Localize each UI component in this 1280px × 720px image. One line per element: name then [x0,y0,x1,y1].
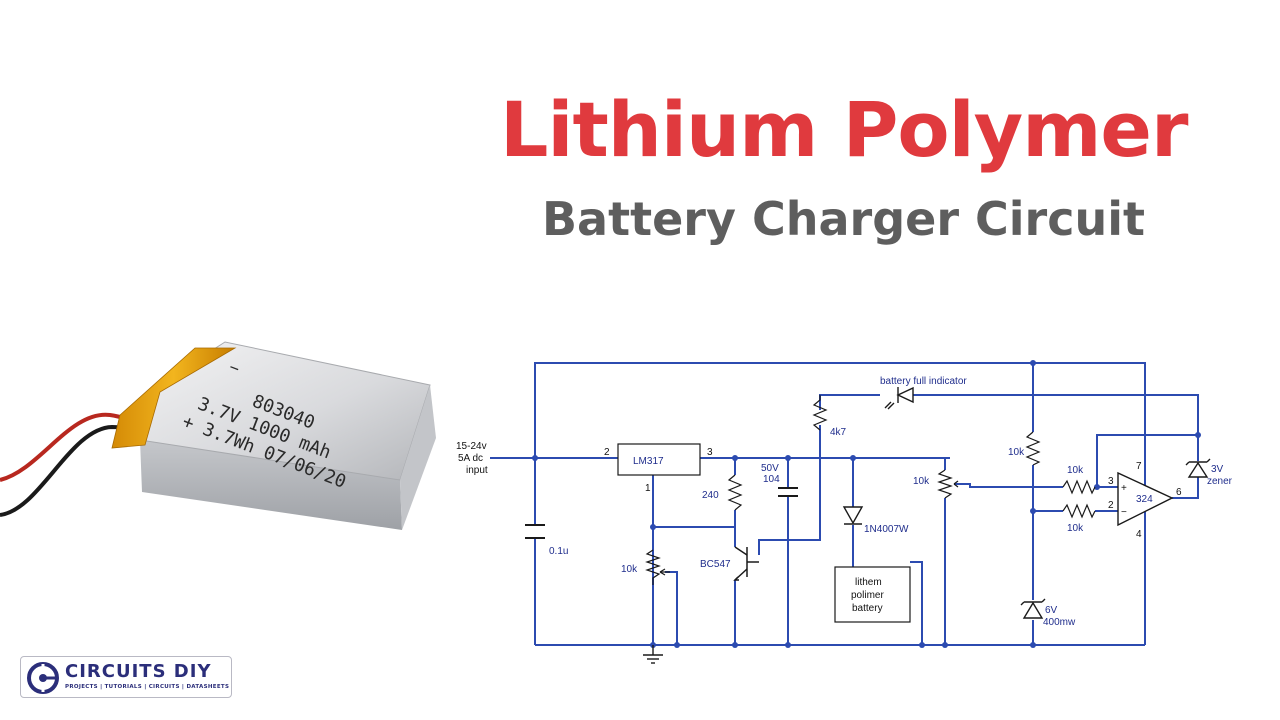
label-zener-6v-1: 6V [1045,605,1058,616]
page-subtitle: Battery Charger Circuit [542,192,1146,246]
label-battery-1: lithem [855,577,882,588]
label-battery-2: polimer [851,590,884,601]
schematic-wires [490,362,1199,646]
label-op-pin-3: 3 [1108,476,1114,487]
label-zener-3v-2: zener [1207,476,1233,487]
cell-edge [400,385,436,530]
label-pin-2: 2 [604,447,610,458]
label-cap-input: 0.1u [549,546,568,557]
ground-symbol [643,645,663,664]
circuit-logo-icon [27,662,59,694]
label-cap-code: 104 [763,474,780,485]
lipo-battery-box [834,566,911,623]
label-r240: 240 [702,490,719,501]
label-lm317: LM317 [633,456,664,467]
cap-50v-104 [778,487,798,497]
zener-3v [1185,458,1211,478]
charger-schematic: 15-24v 5A dc input 0.1u LM317 2 3 1 10k … [456,360,1233,664]
label-r-plus: 10k [1067,465,1084,476]
sense-potentiometer [937,469,959,499]
label-op-pin-6: 6 [1176,487,1182,498]
adjust-potentiometer [645,549,670,585]
opamp-324 [1117,471,1174,527]
label-pot-sense: 10k [913,476,930,487]
label-led: battery full indicator [880,376,967,387]
logo-tagline: PROJECTS | TUTORIALS | CIRCUITS | DATASH… [65,684,230,690]
label-bc547: BC547 [700,559,731,570]
label-cap-voltage: 50V [761,463,779,474]
kapton-tape [111,347,237,449]
label-opamp: 324 [1136,494,1153,505]
label-r-minus: 10k [1067,523,1084,534]
resistor-4k7 [812,395,828,431]
page-title: Lithium Polymer [500,85,1188,174]
label-op-pin-2: 2 [1108,500,1114,511]
label-pot-adjust: 10k [621,564,638,575]
bc547-transistor [733,546,759,581]
input-capacitor [525,524,545,539]
cell-side [140,440,402,530]
resistor-10k-plus [1062,479,1096,495]
label-pin-3: 3 [707,447,713,458]
label-op-minus: − [1121,507,1127,518]
label-zener-3v-1: 3V [1211,464,1224,475]
label-op-pin-7: 7 [1136,461,1142,472]
diode-1n4007w [842,506,864,525]
circuits-diy-logo[interactable]: CIRCUITS DIY PROJECTS | TUTORIALS | CIRC… [20,656,232,698]
label-r-top: 10k [1008,447,1025,458]
junction-dots [532,360,1201,648]
battery-photo: − 803040 3.7V 1000 mAh + 3.7Wh 07/06/20 [0,341,436,530]
label-r4k7: 4k7 [830,427,847,438]
input-label-current: 5A dc [458,453,483,464]
lm317-regulator [617,443,701,476]
resistor-240 [727,474,743,511]
resistor-10k-top [1025,431,1041,466]
zener-6v [1020,598,1046,619]
label-op-pin-4: 4 [1136,529,1142,540]
input-label-text: input [466,465,488,476]
label-diode: 1N4007W [864,524,909,535]
label-op-plus: + [1121,483,1127,494]
label-battery-3: battery [852,603,883,614]
label-zener-6v-2: 400mw [1043,617,1076,628]
resistor-10k-minus [1062,503,1096,519]
input-label-voltage: 15-24v [456,441,487,452]
label-pin-1: 1 [645,483,651,494]
battery-full-led [884,386,914,410]
logo-name: CIRCUITS DIY [65,661,212,682]
